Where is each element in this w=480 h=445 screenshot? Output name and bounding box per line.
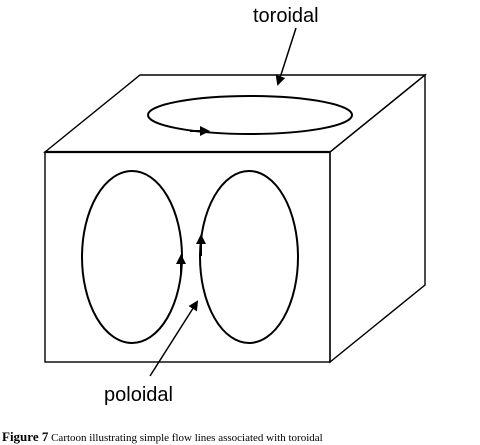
toroidal-label: toroidal xyxy=(253,5,319,27)
figure-caption: Figure 7 Cartoon illustrating simple flo… xyxy=(2,430,480,445)
poloidal-leader-line xyxy=(149,300,199,377)
poloidal-label: poloidal xyxy=(104,384,173,406)
poloidal-loop-right xyxy=(199,170,299,344)
cube-top-face xyxy=(43,74,427,153)
caption-label: Figure 7 xyxy=(2,430,49,444)
toroidal-loop xyxy=(147,95,353,135)
poloidal-loop-left xyxy=(81,170,183,344)
cube-side-face xyxy=(329,73,426,364)
caption-text: Cartoon illustrating simple flow lines a… xyxy=(51,432,323,444)
cube-front-face xyxy=(44,151,331,363)
toroidal-leader-line xyxy=(275,27,297,86)
